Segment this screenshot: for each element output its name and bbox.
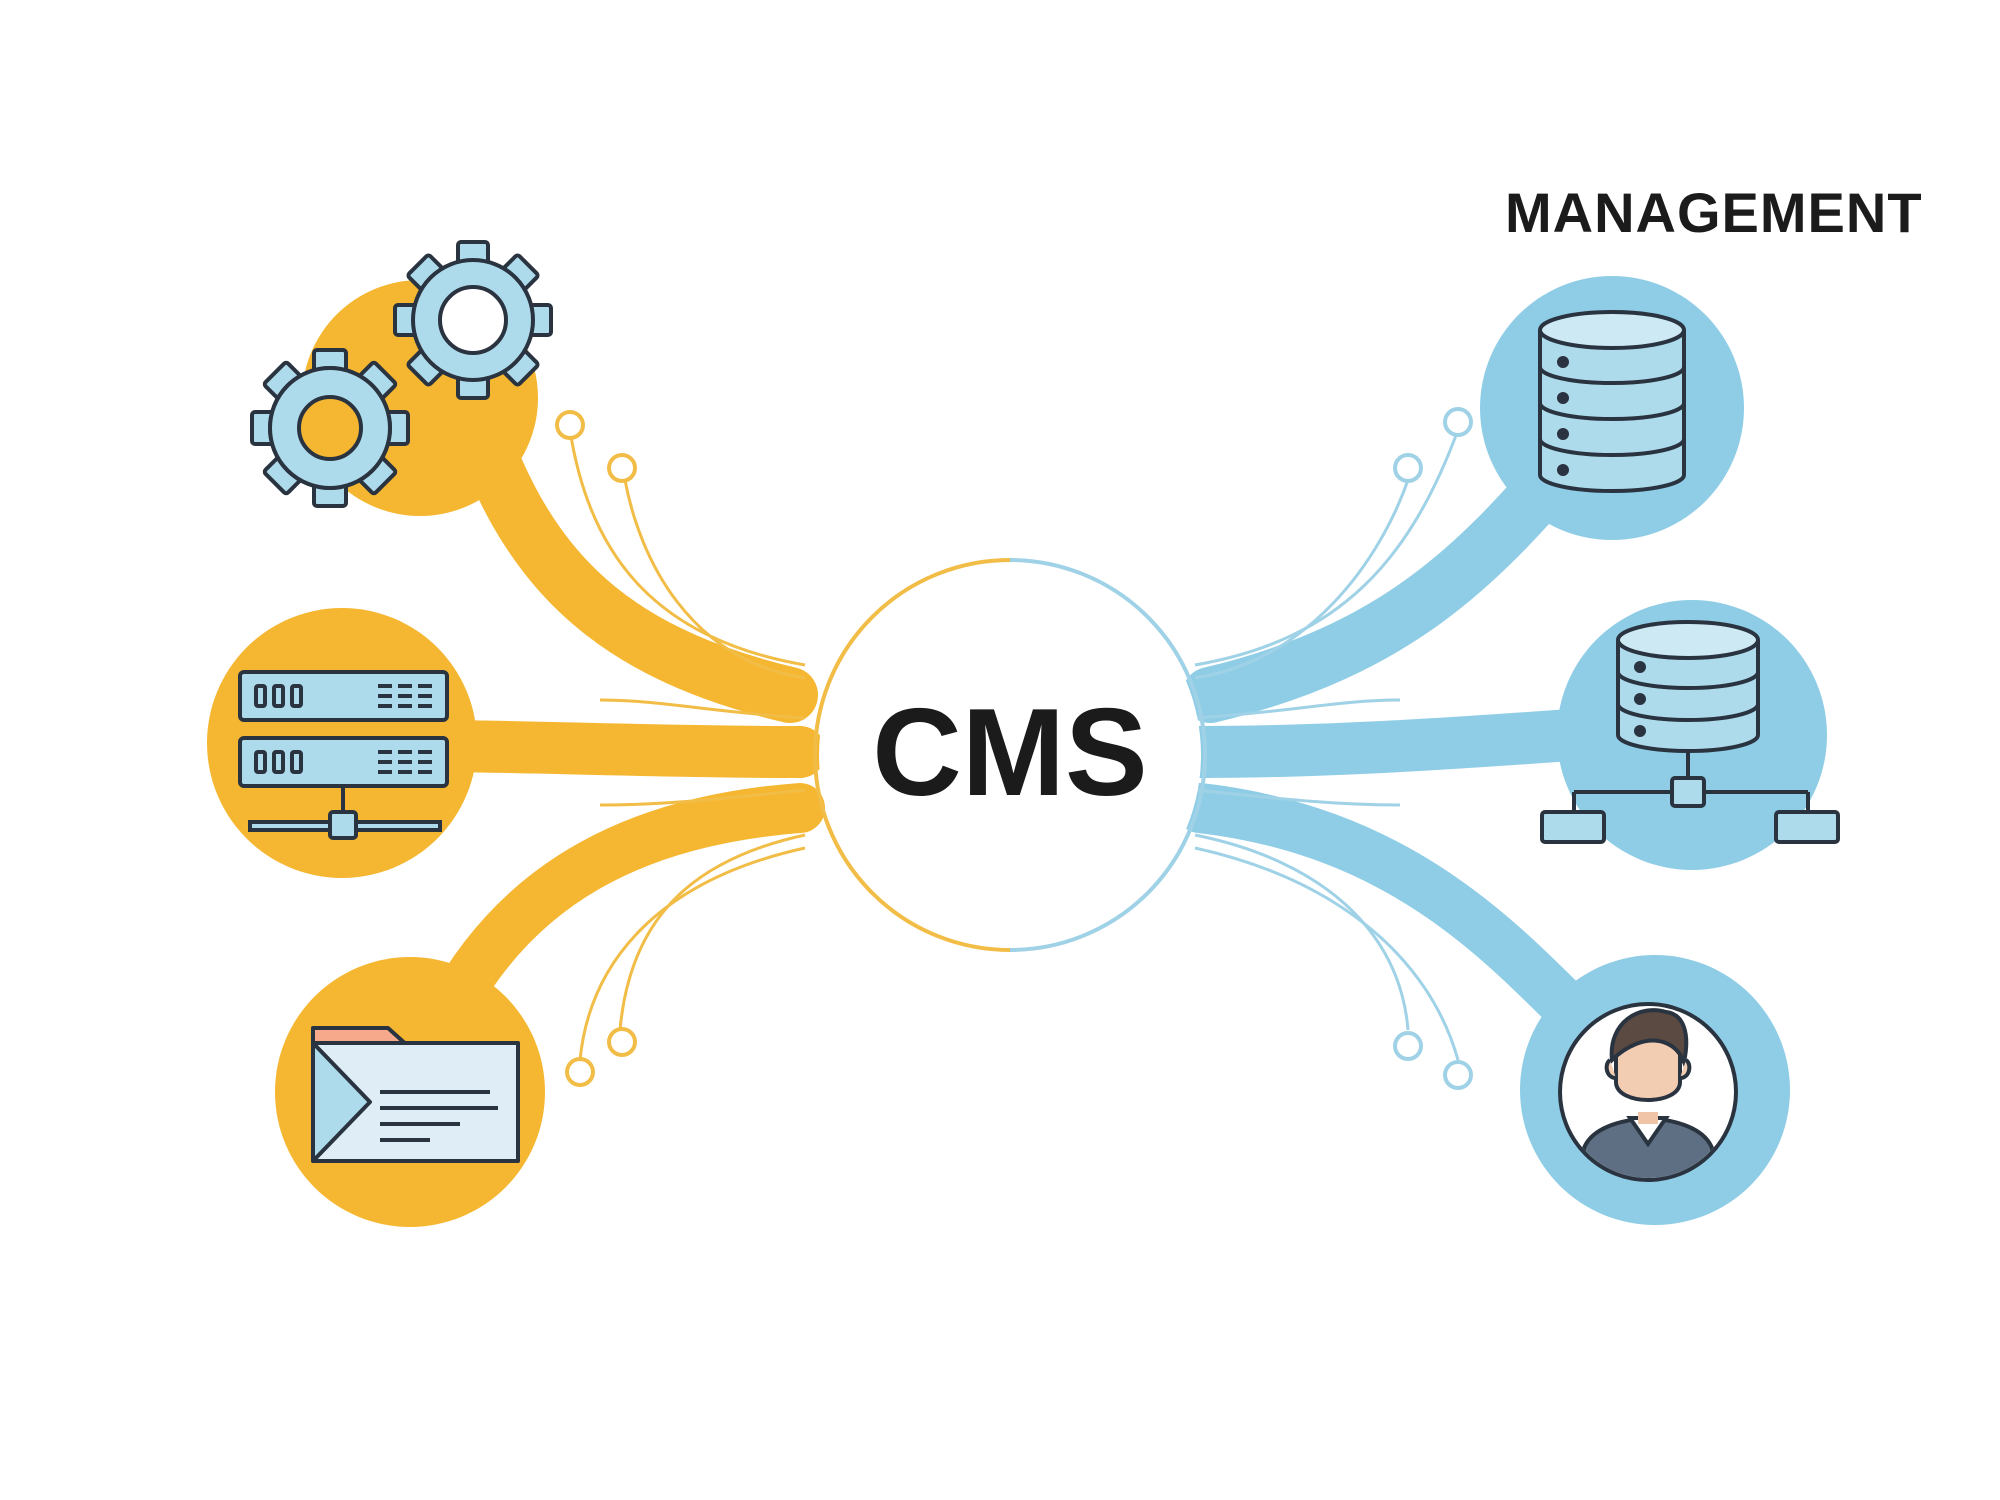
connector-line: [568, 429, 806, 667]
connector-user: [1175, 783, 1595, 1035]
gears-icon: [250, 240, 553, 508]
section-heading: MANAGEMENT: [1505, 181, 1923, 244]
email-flap: [311, 1041, 372, 1163]
connector-node-dot: [1443, 407, 1473, 437]
connector-line: [1194, 846, 1460, 1061]
database-network-icon: [1540, 620, 1840, 844]
connector-line: [623, 479, 806, 680]
connector-node-dot: [1443, 1060, 1473, 1090]
connector-line: [1194, 833, 1410, 1031]
connector-line: [1194, 788, 1401, 807]
email-icon: [311, 1026, 520, 1163]
user-avatar-icon: [1558, 1002, 1738, 1182]
connector-email: [425, 783, 825, 1035]
server-network-icon: [238, 670, 449, 840]
connector-line: [599, 698, 806, 720]
connector-node-dot: [607, 453, 637, 483]
connector-node-dot: [555, 410, 585, 440]
hub-ring-right: [1009, 558, 1207, 952]
connector-node-dot: [1393, 453, 1423, 483]
connector-line: [1194, 429, 1460, 667]
cms-hub: [813, 558, 1207, 952]
hub-label: CMS: [872, 684, 1148, 822]
connector-line: [1194, 698, 1401, 720]
database-icon: [1538, 310, 1686, 493]
server-unit: [238, 670, 449, 722]
connector-line: [578, 846, 806, 1061]
hub-ring-left: [813, 558, 1011, 952]
connector-line: [1194, 479, 1410, 680]
connector-node-dot: [1393, 1031, 1423, 1061]
server-unit: [238, 736, 449, 788]
connector-node-dot: [607, 1027, 637, 1057]
connector-line: [599, 788, 806, 807]
connector-database: [1182, 442, 1588, 723]
connector-node-dot: [565, 1057, 595, 1087]
hub-disc: [819, 564, 1201, 946]
gear-icon: [250, 348, 410, 508]
gear-icon: [393, 240, 553, 400]
